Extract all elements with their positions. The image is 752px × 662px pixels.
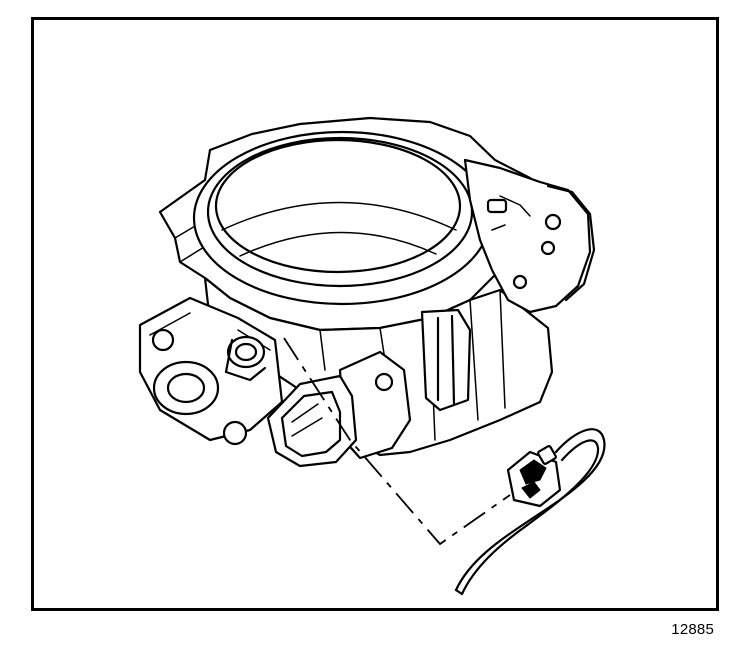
figure-number: 12885 [671, 621, 714, 638]
wiring-harness [454, 428, 606, 596]
mounting-boss [420, 308, 472, 412]
throttle-bore [192, 130, 492, 306]
map-sensor [224, 335, 267, 382]
throttle-position-sensor [338, 350, 412, 460]
iac-valve-housing [138, 296, 284, 446]
sensor-connector-port [266, 374, 358, 468]
harness-connector [506, 445, 562, 508]
leader-line [283, 337, 511, 546]
throttle-linkage-bracket [463, 158, 596, 314]
